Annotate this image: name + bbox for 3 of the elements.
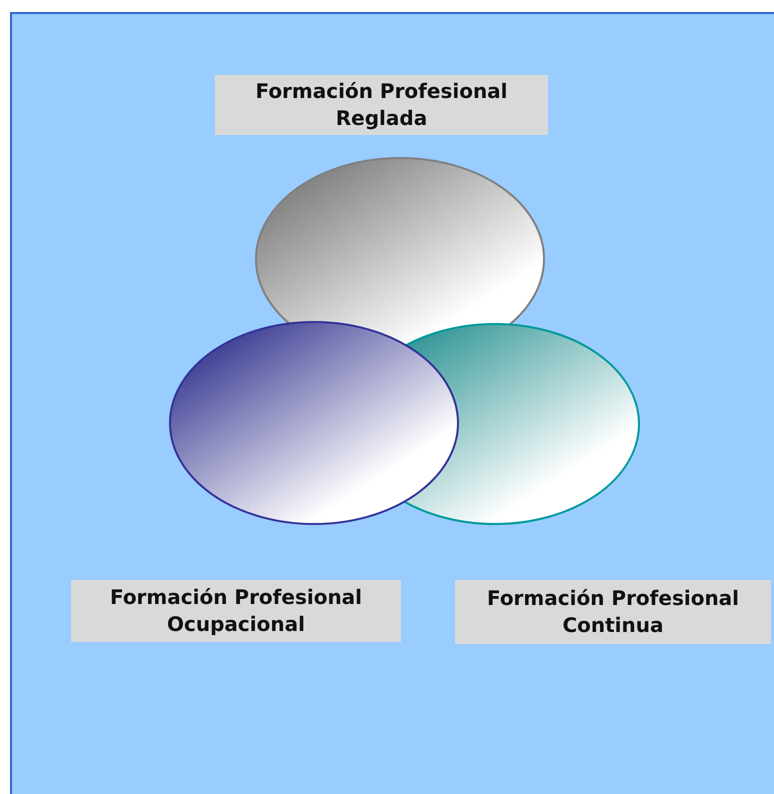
text-label: Formación Profesional Ocupacional xyxy=(71,580,401,642)
text-label: Formación Profesional Reglada xyxy=(215,75,548,135)
text-label: Formación Profesional Continua xyxy=(455,580,771,644)
